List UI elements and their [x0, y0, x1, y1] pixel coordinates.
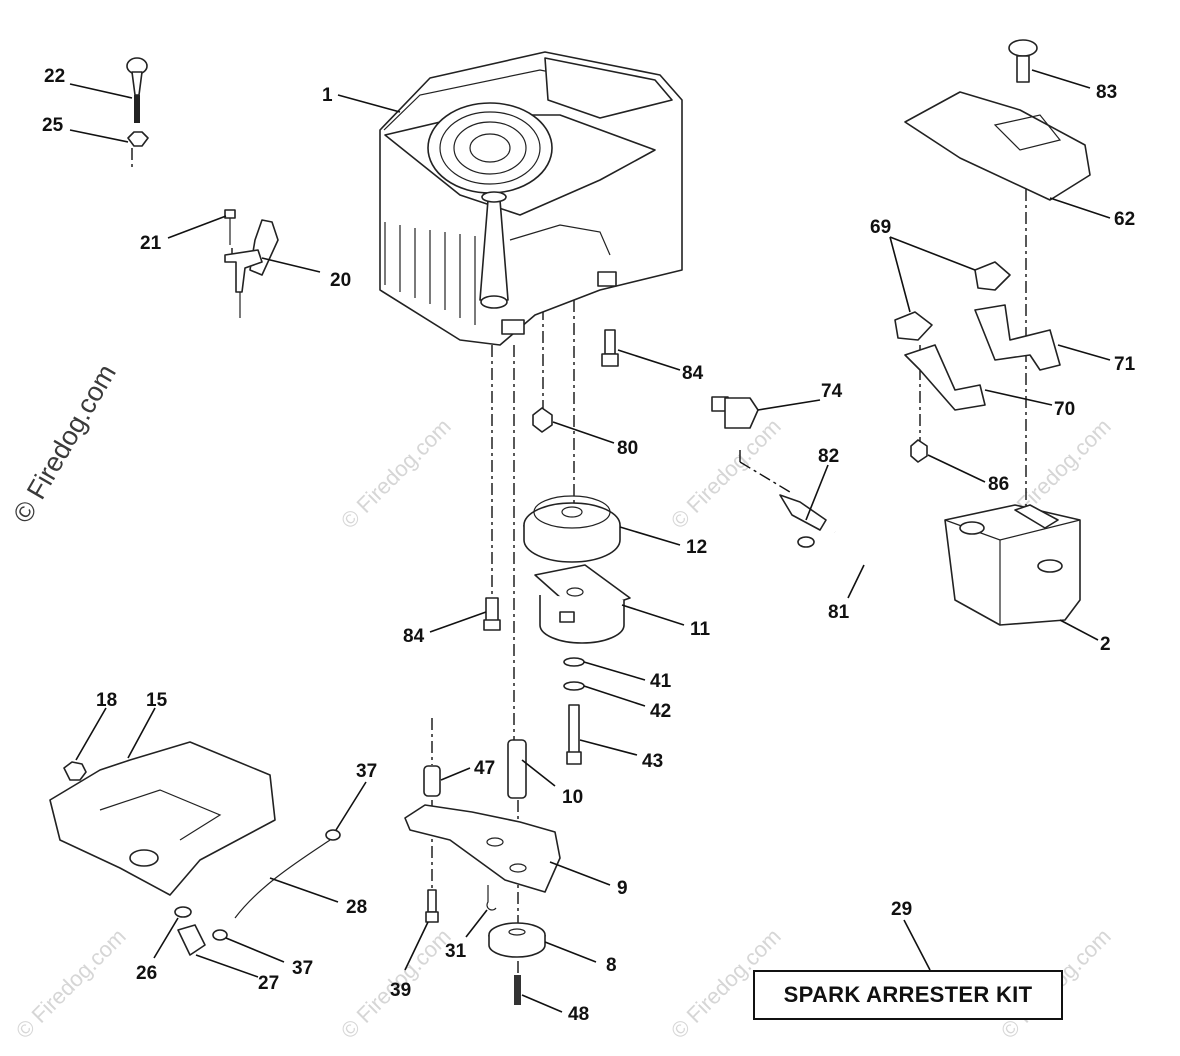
spark-arrester-kit-label: SPARK ARRESTER KIT — [753, 970, 1063, 1020]
callout-18: 18 — [96, 690, 117, 711]
exhaust-pipe-part — [894, 261, 1061, 411]
callout-1: 1 — [322, 85, 333, 106]
callout-2: 2 — [1100, 634, 1111, 655]
callout-84-top: 84 — [682, 363, 704, 384]
callout-15: 15 — [146, 690, 168, 711]
engine-part — [379, 51, 683, 346]
callout-21: 21 — [140, 233, 162, 254]
watermark-faint: © Firedog.com — [336, 414, 456, 534]
callout-25: 25 — [42, 115, 64, 136]
callout-81: 81 — [828, 602, 850, 623]
callout-20: 20 — [330, 270, 351, 291]
pulley-part — [523, 495, 621, 563]
callout-71: 71 — [1114, 354, 1136, 375]
callout-48: 48 — [568, 1004, 589, 1025]
callout-22: 22 — [44, 66, 65, 87]
callout-42: 42 — [650, 701, 671, 722]
leader-lines — [69, 69, 1111, 1013]
callout-26: 26 — [136, 963, 157, 984]
callout-29: 29 — [891, 899, 912, 920]
callout-10: 10 — [562, 787, 583, 808]
idler-bracket-part — [404, 804, 561, 893]
watermark-faint: © Firedog.com — [666, 414, 786, 534]
spacer-part — [423, 739, 527, 799]
watermark-main: © Firedog.com — [7, 359, 122, 528]
callout-47: 47 — [474, 758, 495, 779]
spark-arrester-kit-text: SPARK ARRESTER KIT — [783, 982, 1033, 1007]
callout-39: 39 — [390, 980, 411, 1001]
engine-shroud-part — [49, 741, 276, 896]
exhaust-nut-part — [910, 439, 928, 463]
callout-8: 8 — [606, 955, 617, 976]
callout-9: 9 — [617, 878, 628, 899]
small-hardware-part — [425, 885, 521, 1005]
callout-70: 70 — [1054, 399, 1075, 420]
heat-shield-part — [904, 39, 1091, 201]
callout-69: 69 — [870, 217, 891, 238]
callout-43: 43 — [642, 751, 663, 772]
callout-86: 86 — [988, 474, 1009, 495]
callout-27: 27 — [258, 973, 279, 994]
callout-41: 41 — [650, 671, 672, 692]
clutch-part — [534, 564, 631, 644]
idler-pulley-part — [488, 922, 546, 958]
callout-62: 62 — [1114, 209, 1135, 230]
callout-82: 82 — [818, 446, 839, 467]
callout-28: 28 — [346, 897, 367, 918]
callout-11: 11 — [690, 619, 711, 640]
washer-part — [563, 657, 585, 765]
callout-74: 74 — [821, 381, 843, 402]
callout-84-mid: 84 — [403, 626, 425, 647]
fuel-line-part — [174, 829, 341, 956]
callout-83: 83 — [1096, 82, 1117, 103]
fuel-shutoff-part — [711, 396, 914, 629]
bolt-part — [483, 329, 619, 631]
dipstick-part — [126, 57, 149, 147]
callout-37-bottom: 37 — [292, 958, 313, 979]
callouts: 1 22 25 21 20 84 80 12 11 41 42 43 84 47… — [42, 66, 1136, 1025]
throttle-bracket-part — [224, 209, 279, 318]
callout-37-top: 37 — [356, 761, 377, 782]
muffler-part — [944, 504, 1081, 626]
callout-31: 31 — [445, 941, 467, 962]
callout-12: 12 — [686, 537, 707, 558]
nut-part — [532, 407, 553, 433]
callout-80: 80 — [617, 438, 638, 459]
watermark-faint: © Firedog.com — [11, 924, 131, 1044]
